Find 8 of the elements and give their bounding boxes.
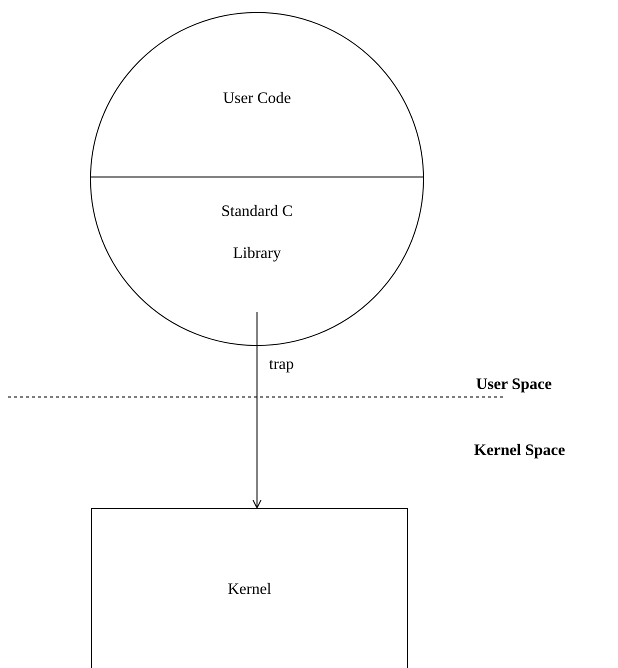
arrow: [252, 312, 262, 508]
node-label: Kernel: [228, 581, 272, 599]
circle-node: [90, 12, 424, 346]
section-label: Standard C Library: [140, 177, 374, 275]
region-label: User Space: [476, 376, 552, 394]
section-label: User Code: [157, 72, 357, 120]
region-label: Kernel Space: [474, 442, 566, 460]
process-box: [91, 508, 408, 668]
